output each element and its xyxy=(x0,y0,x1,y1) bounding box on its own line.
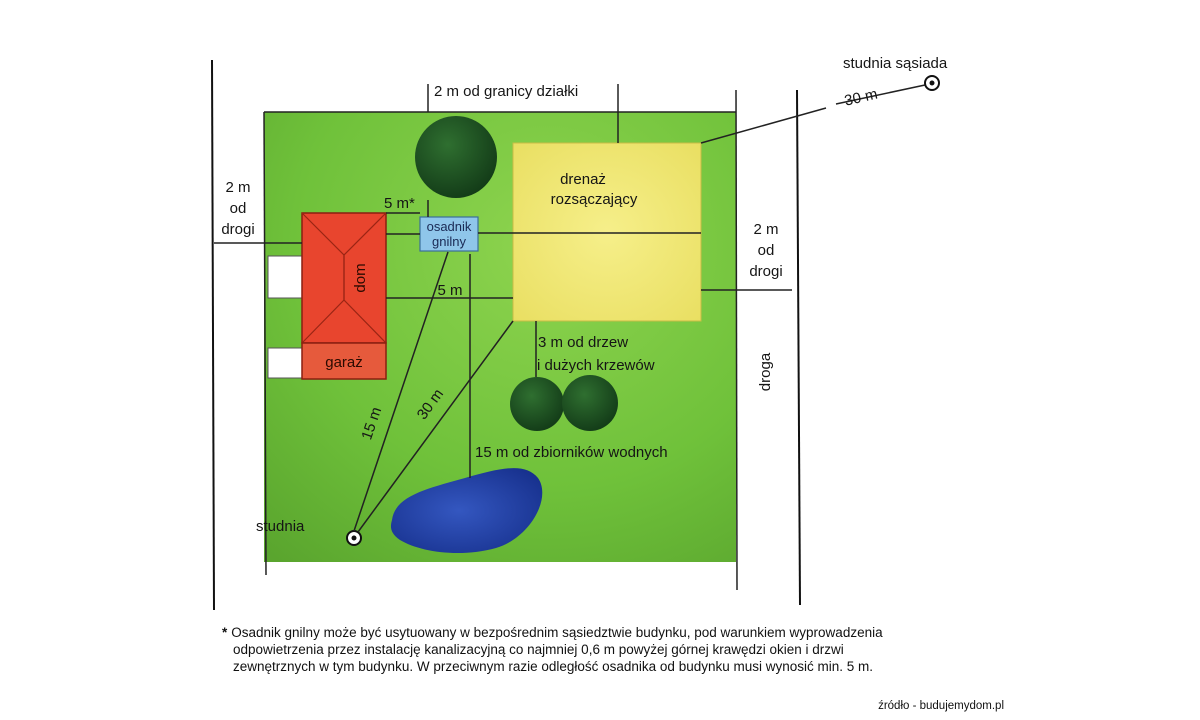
footnote-line1: *Osadnik gnilny może być usytuowany w be… xyxy=(222,624,992,641)
septic-tank xyxy=(419,216,479,252)
neighbor-well-dim-line-2 xyxy=(835,84,926,105)
footnote-line3: zewnętrznych w tym budynku. W przeciwnym… xyxy=(233,659,874,674)
left-road-edge-line xyxy=(211,59,215,611)
house-roof-ridge-right xyxy=(343,212,387,344)
right-road-label-line1: 2 m xyxy=(753,221,778,238)
garage-roof xyxy=(301,342,387,380)
pond xyxy=(390,468,543,554)
trees-distance-label-line2: i dużych krzewów xyxy=(537,357,655,374)
neighbor-well-icon-center xyxy=(929,80,935,86)
neighbor-well-label: studnia sąsiada xyxy=(843,55,948,72)
right-road-label-line3: drogi xyxy=(749,263,782,280)
septic-tank-label-line1: osadnik xyxy=(427,219,472,234)
drain-field-label-line1: drenaż xyxy=(560,171,606,188)
garage-label: garaż xyxy=(325,354,363,371)
footnote: *Osadnik gnilny może być usytuowany w be… xyxy=(222,624,992,675)
left-road-label-line2: od xyxy=(230,200,247,217)
well-drain-dim-line xyxy=(357,320,514,533)
well-icon-center xyxy=(351,535,357,541)
trees-distance-label-line1: 3 m od drzew xyxy=(538,334,628,351)
garage-porch xyxy=(267,347,303,379)
water-distance-label: 15 m od zbiorników wodnych xyxy=(475,444,668,461)
septic-tank-label-line2: gnilny xyxy=(432,234,466,249)
plot-border-label: 2 m od granicy działki xyxy=(434,83,578,100)
left-road-label-line1: 2 m xyxy=(225,179,250,196)
left-road-label-line3: drogi xyxy=(221,221,254,238)
well-tank-dim-line xyxy=(353,251,449,532)
drain-field xyxy=(512,142,702,322)
house-tank-distance-label: 5 m* xyxy=(384,195,415,212)
right-road-edge-line xyxy=(796,89,801,606)
footnote-star: * xyxy=(222,625,228,640)
house-porch xyxy=(267,255,303,299)
road-label: droga xyxy=(757,352,774,391)
house-label: dom xyxy=(352,263,369,292)
drain-field-label-line2: rozsączający xyxy=(551,191,638,208)
house-drain-distance-label: 5 m xyxy=(437,282,462,299)
tree-top xyxy=(415,116,497,198)
tree-bottom-right xyxy=(562,375,618,431)
source-credit: źródło - budujemydom.pl xyxy=(878,700,1004,712)
footnote-line2: odpowietrzenia przez instalację kanaliza… xyxy=(233,642,844,657)
well-label: studnia xyxy=(256,518,305,535)
footnote-text-line1: Osadnik gnilny może być usytuowany w bez… xyxy=(231,625,883,640)
neighbor-well-dim-line-1 xyxy=(700,107,827,144)
plot-right-border xyxy=(735,89,738,591)
plot-left-border xyxy=(263,111,267,576)
tree-bottom-left xyxy=(510,377,564,431)
right-road-label-line2: od xyxy=(758,242,775,259)
neighbor-well-distance-label: 30 m xyxy=(843,86,879,110)
